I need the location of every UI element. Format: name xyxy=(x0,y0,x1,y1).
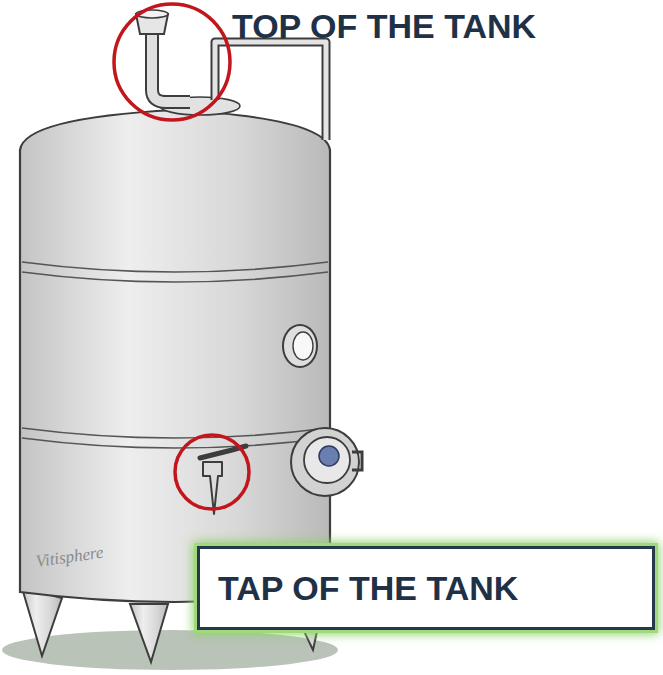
tank-band xyxy=(22,428,328,448)
gauge xyxy=(293,332,313,360)
manhole xyxy=(291,428,359,496)
callout-label: TOP OF THE TANK xyxy=(232,8,536,45)
callout-box: TAP OF THE TANK xyxy=(197,546,655,630)
tank-body xyxy=(20,110,330,602)
pipe xyxy=(215,42,326,140)
highlight-circle xyxy=(175,435,249,509)
highlight-circle xyxy=(114,4,230,120)
pipe xyxy=(215,42,326,140)
tap-body xyxy=(203,462,222,514)
box-label: TAP OF THE TANK xyxy=(200,569,536,608)
tank-band xyxy=(22,262,328,282)
manhole-handle xyxy=(352,452,362,470)
ground-shadow xyxy=(2,630,338,670)
top-fitting xyxy=(152,34,190,102)
manhole xyxy=(319,446,339,466)
top-fitting xyxy=(152,34,190,102)
gauge xyxy=(283,325,317,367)
manhole xyxy=(304,437,350,483)
